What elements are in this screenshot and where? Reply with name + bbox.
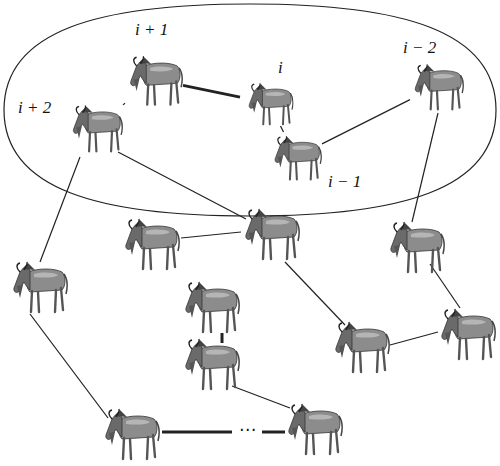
wildebeest bbox=[126, 219, 179, 269]
wildebeest bbox=[391, 222, 444, 272]
herd-link bbox=[281, 126, 284, 132]
wildebeest bbox=[186, 339, 239, 389]
herd-link bbox=[123, 103, 125, 105]
herd-link bbox=[40, 157, 80, 262]
herd-link bbox=[430, 264, 460, 308]
index-label: i − 1 bbox=[328, 172, 361, 192]
herd-link bbox=[232, 386, 290, 408]
index-label: i bbox=[278, 58, 283, 78]
herd-link bbox=[30, 314, 108, 418]
index-label: i + 1 bbox=[135, 20, 168, 40]
wildebeest bbox=[73, 106, 122, 152]
herd-link bbox=[221, 333, 224, 343]
wildebeest-figure bbox=[125, 52, 183, 107]
wildebeest-node: i − 1 bbox=[270, 132, 322, 182]
herd-links bbox=[30, 113, 460, 432]
herd-link bbox=[162, 431, 232, 434]
wildebeest-figure bbox=[270, 132, 322, 182]
ellipsis-label: ⋯ bbox=[238, 419, 257, 439]
wildebeest-figure bbox=[68, 100, 123, 155]
wildebeest bbox=[246, 209, 299, 259]
wildebeest bbox=[289, 404, 342, 454]
herd-link bbox=[322, 100, 410, 144]
wildebeest-figure bbox=[410, 60, 464, 112]
herd-link bbox=[390, 332, 438, 345]
wildebeest bbox=[275, 136, 321, 179]
herd-link bbox=[181, 232, 241, 238]
herd-link bbox=[183, 85, 240, 97]
herd-link bbox=[285, 262, 345, 325]
wildebeest bbox=[131, 56, 183, 104]
wildebeest-node: i bbox=[240, 80, 298, 126]
wildebeest bbox=[249, 83, 293, 124]
herd-link bbox=[118, 152, 246, 219]
index-label: i − 2 bbox=[403, 38, 436, 58]
wildebeest bbox=[336, 322, 389, 372]
herd-animals bbox=[14, 209, 495, 459]
group-ellipse bbox=[4, 4, 496, 216]
wildebeest-node: i + 2 bbox=[68, 100, 123, 155]
wildebeest bbox=[186, 282, 239, 332]
wildebeest-node: i − 2 bbox=[410, 60, 464, 112]
wildebeest bbox=[14, 262, 67, 312]
wildebeest-node: i + 1 bbox=[125, 52, 183, 107]
herd-link bbox=[262, 431, 285, 434]
wildebeest-figure bbox=[240, 80, 298, 126]
herd-link bbox=[412, 113, 438, 222]
index-label: i + 2 bbox=[18, 98, 51, 118]
wildebeest bbox=[106, 409, 159, 459]
wildebeest bbox=[442, 309, 495, 359]
wildebeest bbox=[415, 64, 463, 109]
